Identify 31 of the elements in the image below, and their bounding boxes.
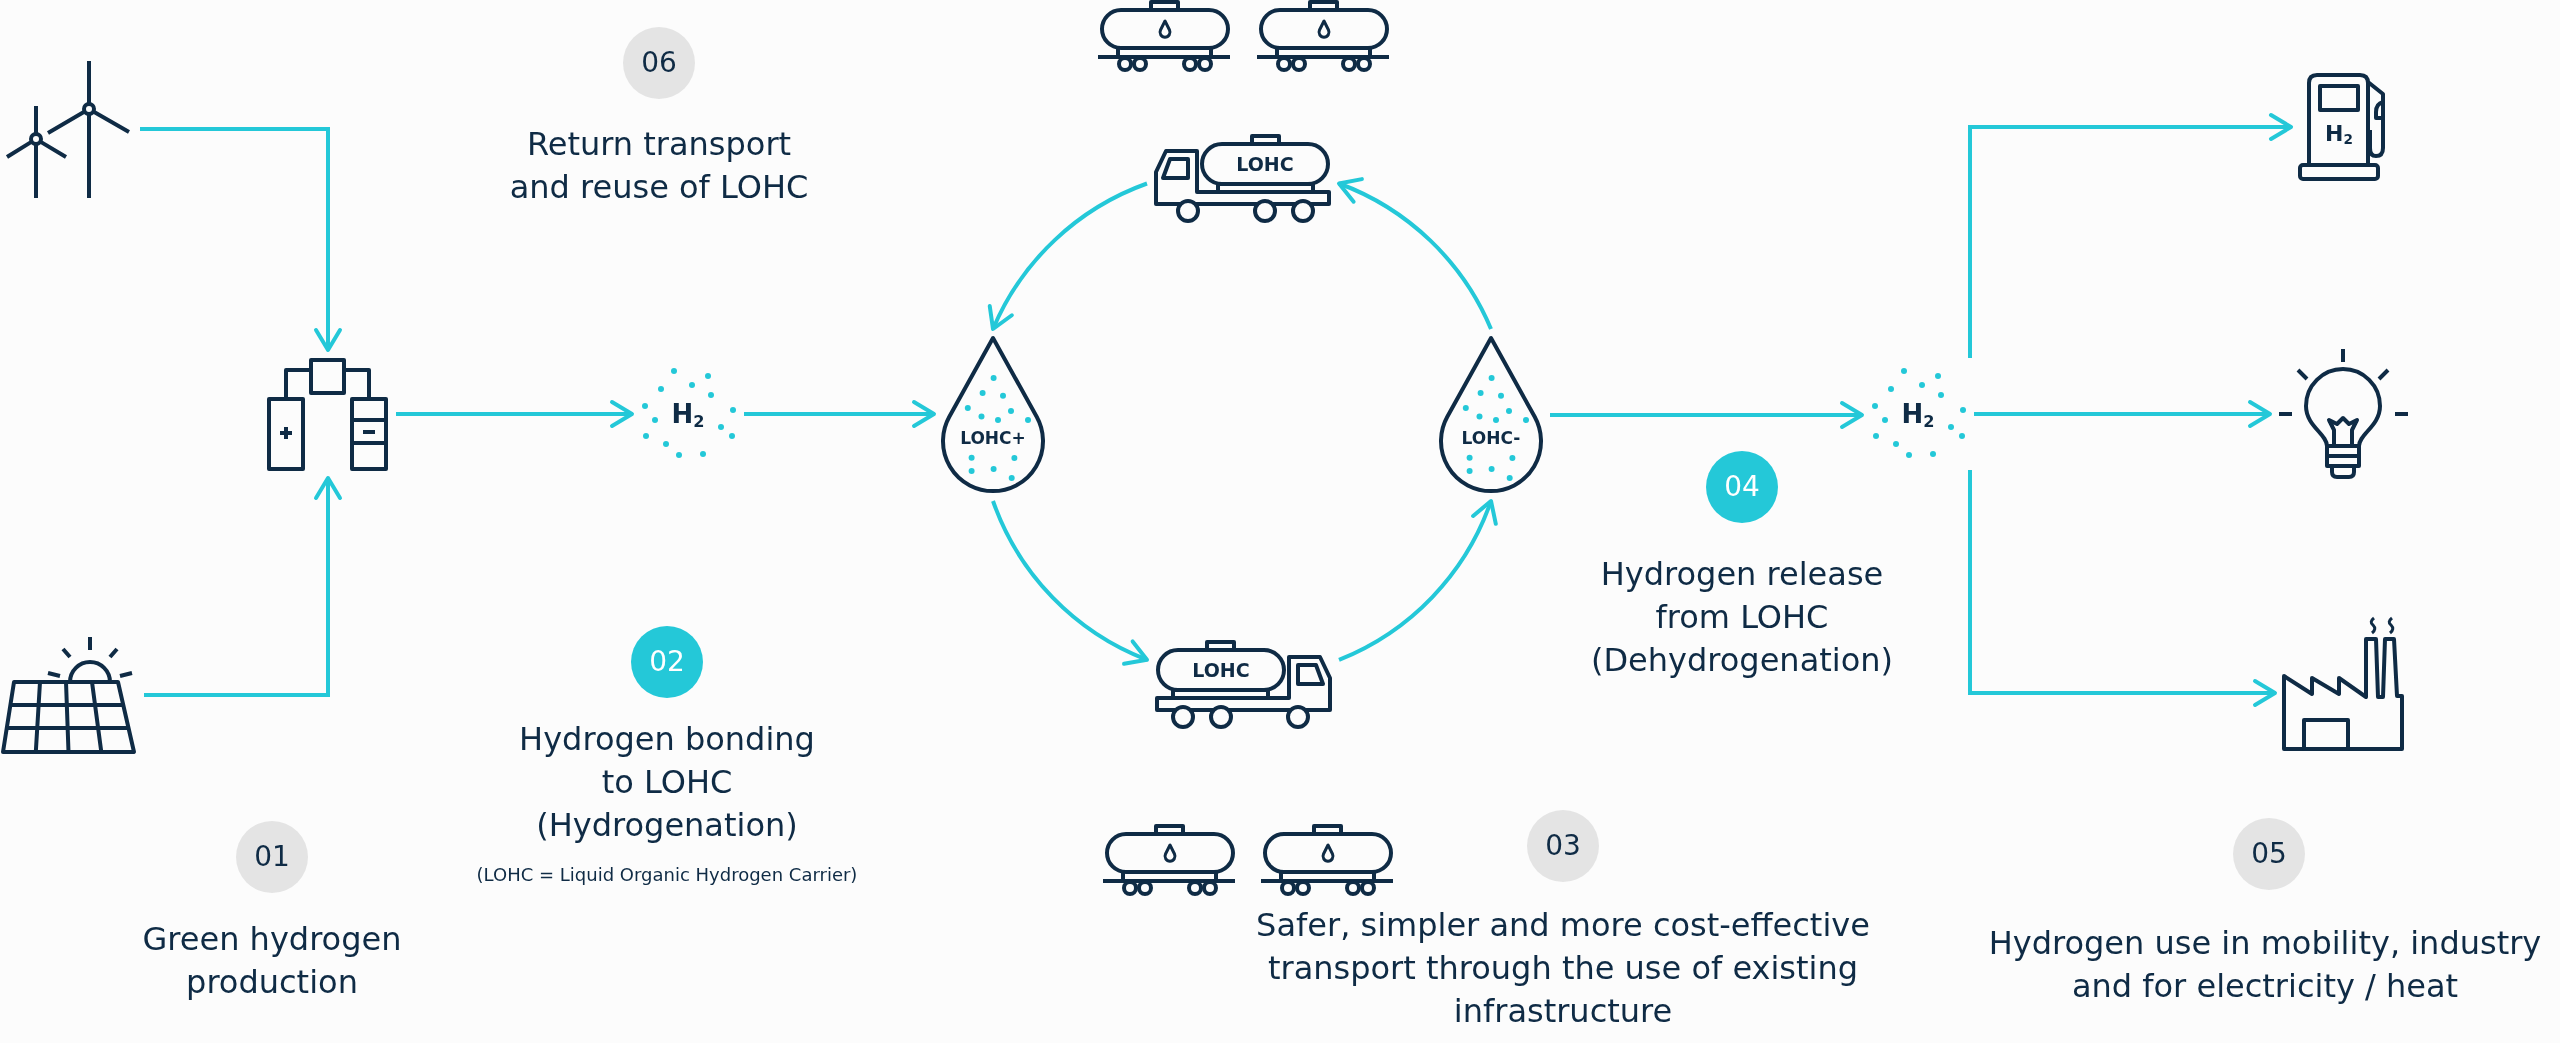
flow-arrow <box>1337 178 1493 330</box>
step-number: 02 <box>631 626 703 698</box>
step-number: 01 <box>236 821 308 893</box>
flow-arrow <box>1550 401 1864 429</box>
formula-label: H$_{2}$ <box>671 401 705 427</box>
step-description: Hydrogen use in mobility, industry and for electricity / heat <box>1987 923 2543 1007</box>
flow-arrow <box>1968 113 2293 358</box>
step-description: Hydrogen bonding to LOHC (Hydrogenation) <box>518 719 816 846</box>
flow-arrow <box>989 181 1148 331</box>
step-number: 03 <box>1527 810 1599 882</box>
step-description: Hydrogen release from LOHC (Dehydrogenation) <box>1589 554 1894 681</box>
flow-arrow <box>1974 400 2272 428</box>
step-number: 06 <box>623 27 695 99</box>
flow-arrow <box>744 400 936 428</box>
step-number: 04 <box>1706 451 1778 523</box>
step-description: Green hydrogen production <box>141 919 403 1003</box>
factory-icon <box>2281 615 2407 753</box>
footnote: (LOHC = Liquid Organic Hydrogen Carrier) <box>475 863 859 887</box>
flow-arrow <box>991 500 1149 665</box>
flow-arrow <box>1338 499 1497 662</box>
flow-arrow <box>140 127 342 352</box>
step-description: Return transport and reuse of LOHC <box>508 124 810 208</box>
solar-panel-icon <box>0 634 138 756</box>
electrolysis-cell-icon <box>266 356 390 472</box>
step-number: 05 <box>2233 818 2305 890</box>
flow-arrow <box>1968 470 2277 707</box>
flow-arrow <box>396 400 634 428</box>
pump-label: H$_{2}$ <box>2325 123 2353 145</box>
flow-arrow <box>144 476 342 697</box>
step-description: Safer, simpler and more cost-effective transport through the use of existing infrastructure <box>1255 905 1871 1032</box>
formula-label: H$_{2}$ <box>1901 401 1935 427</box>
